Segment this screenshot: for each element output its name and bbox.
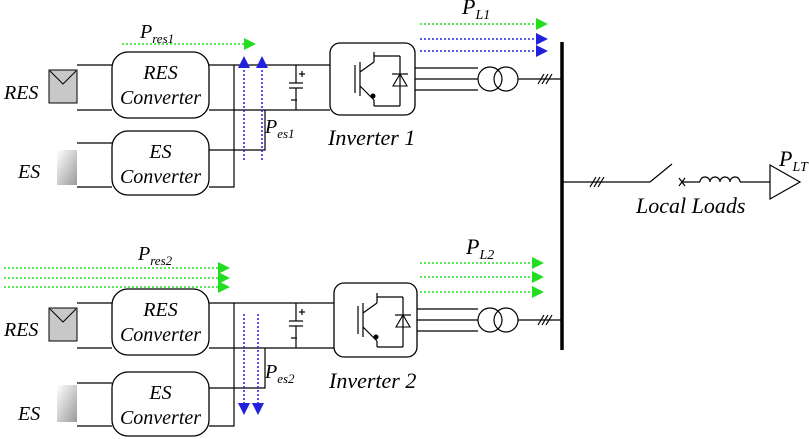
p-es2-label: Pes2 [264, 361, 295, 386]
p-res2-flow-arrows [4, 262, 230, 293]
es-converter-2-subtitle: Converter [120, 407, 201, 429]
solar-panel-icon [48, 307, 78, 342]
p-l2-flow-arrows [420, 257, 544, 298]
res-source-label-2: RES [3, 319, 38, 341]
res-converter-2-title: RES [142, 299, 177, 321]
p-l1-flow-arrows [420, 18, 548, 57]
p-l1-label: PL1 [461, 0, 490, 23]
es-converter-2-title: ES [148, 382, 171, 404]
es-converter-1-subtitle: Converter [120, 166, 201, 188]
p-res1-flow-arrow [122, 38, 256, 50]
solar-panel-icon [48, 69, 78, 104]
dc-capacitor-2 [289, 303, 305, 348]
inverter-1-label: Inverter 1 [327, 125, 415, 150]
local-loads-branch: Local Loads PLT [562, 146, 809, 218]
inverter-2-label: Inverter 2 [328, 368, 416, 393]
res-converter-2-subtitle: Converter [120, 324, 201, 346]
three-phase-mark-2 [537, 314, 553, 326]
battery-icon [57, 150, 77, 185]
battery-icon [57, 385, 77, 422]
unit-1: RES ES RES Converter ES Converter [3, 0, 562, 196]
breaker-switch-icon [649, 163, 700, 187]
res-converter-1-title: RES [142, 62, 177, 84]
inverter-1 [329, 42, 416, 116]
transformer-1-icon [477, 66, 519, 92]
p-es2-flow-arrow [238, 314, 264, 415]
res-source-label-1: RES [3, 82, 38, 104]
es-converter-1 [111, 130, 210, 196]
p-es1-flow-arrow [238, 56, 268, 160]
p-es1-label: Pes1 [264, 116, 295, 141]
es-converter-2 [111, 371, 210, 437]
three-phase-mark-1 [537, 73, 553, 85]
es-source-label-1: ES [17, 161, 40, 183]
p-res2-label: Pres2 [137, 243, 173, 268]
p-lt-label: PLT [778, 146, 809, 175]
p-res1-label: Pres1 [139, 21, 174, 46]
es-source-label-2: ES [17, 403, 40, 425]
es-converter-1-title: ES [148, 141, 171, 163]
unit-2: RES ES RES Converter ES Converter [3, 234, 562, 437]
three-phase-mark-3 [589, 176, 605, 188]
res-converter-2 [111, 288, 210, 356]
dc-capacitor-1 [289, 65, 305, 110]
load-triangle-icon [769, 163, 802, 201]
local-loads-label: Local Loads [635, 193, 745, 218]
inductor-icon [699, 176, 741, 183]
transformer-2-icon [477, 307, 519, 333]
res-converter-1-subtitle: Converter [120, 87, 201, 109]
inverter-2 [333, 282, 418, 358]
res-converter-1 [111, 51, 210, 119]
p-l2-label: PL2 [465, 234, 494, 263]
